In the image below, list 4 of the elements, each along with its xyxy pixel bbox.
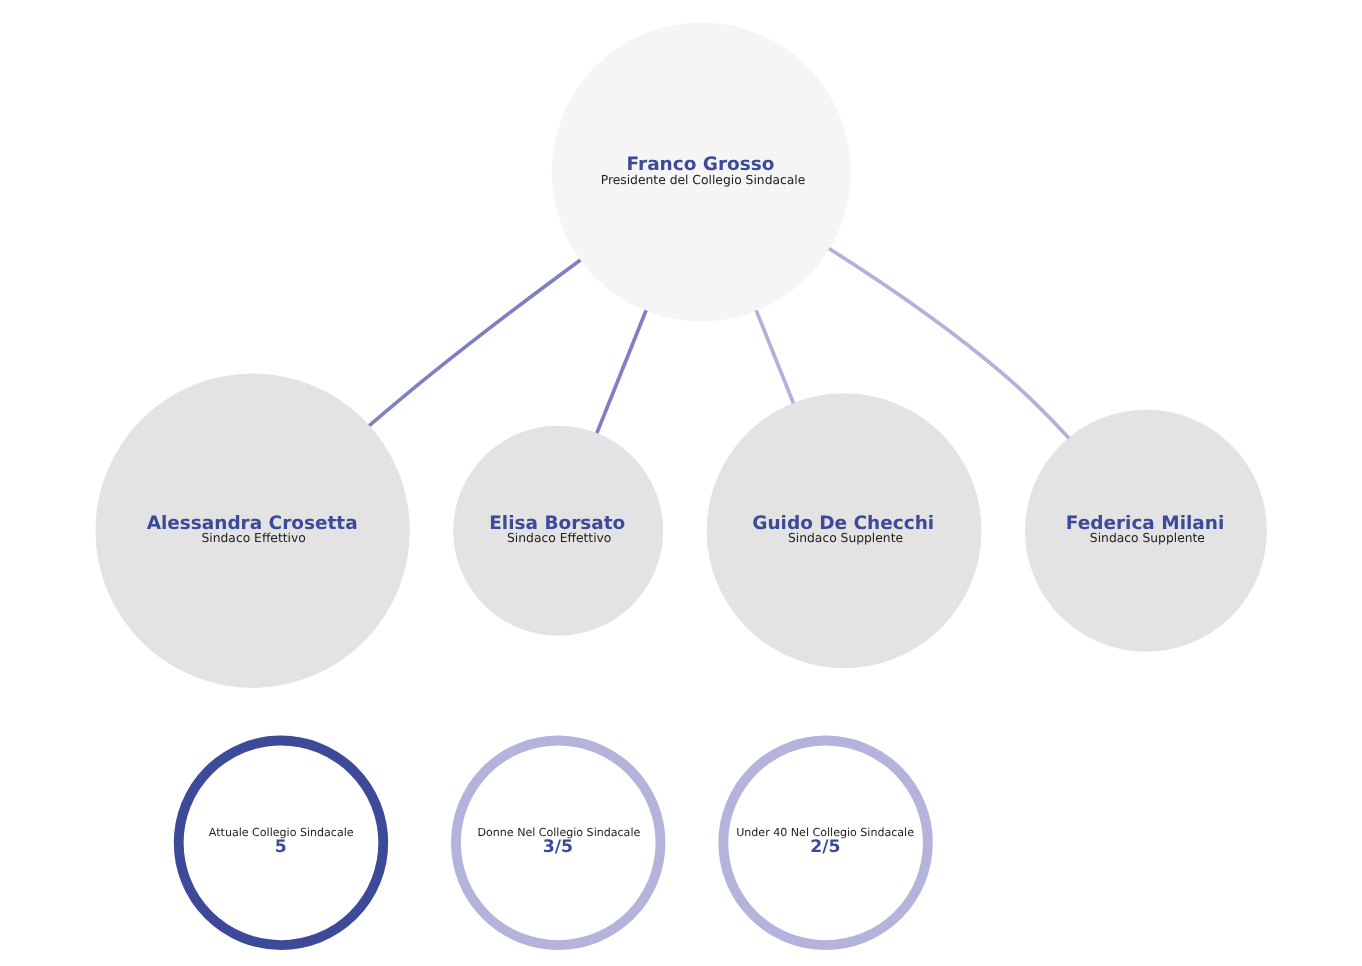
connector — [368, 257, 582, 427]
connector — [828, 245, 1071, 439]
connector — [754, 308, 796, 404]
connector — [595, 308, 648, 433]
